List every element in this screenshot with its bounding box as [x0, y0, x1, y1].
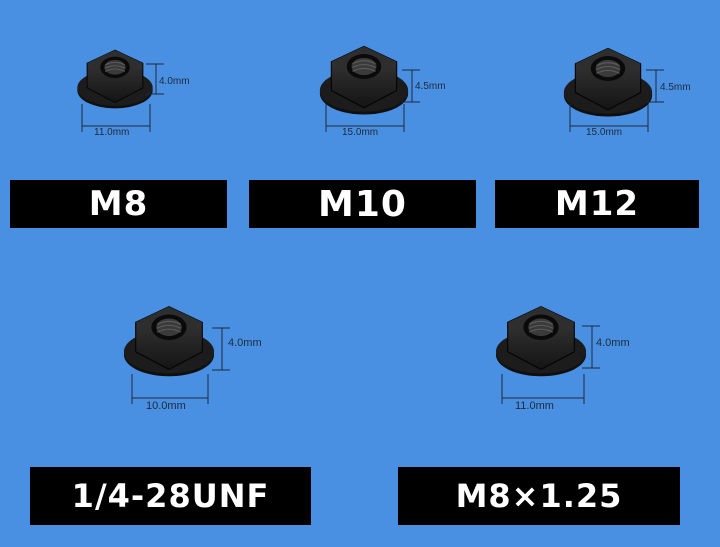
- nut-m8-height: 4.0mm: [159, 76, 190, 87]
- label-m10: M10: [249, 180, 476, 228]
- nut-m10-dimension-lines: [325, 69, 420, 132]
- nut-m12-height: 4.5mm: [660, 82, 691, 93]
- nut-m8x1-25-dimension-lines: [501, 325, 600, 404]
- nut-1-4-28unf-height: 4.0mm: [228, 337, 262, 349]
- nut-m10-height: 4.5mm: [415, 81, 446, 92]
- label-m8: M8: [10, 180, 227, 228]
- nut-1-4-28unf-dimension-lines: [131, 327, 230, 404]
- nut-m12-width: 15.0mm: [586, 127, 623, 138]
- nut-1-4-28unf-width: 10.0mm: [146, 400, 186, 412]
- nut-m8x1-25-height: 4.0mm: [596, 337, 630, 349]
- label-m12: M12: [495, 180, 699, 228]
- nut-m12-dimension-lines: [569, 69, 664, 132]
- label-1-4-28unf: 1/4-28UNF: [30, 467, 311, 525]
- label-m8x1-25: M8×1.25: [398, 467, 680, 525]
- nut-m8-width: 11.0mm: [94, 127, 130, 138]
- nut-m8-dimension-lines: [81, 63, 164, 132]
- nut-m10-width: 15.0mm: [342, 127, 379, 138]
- nut-m8x1-25-width: 11.0mm: [515, 400, 554, 412]
